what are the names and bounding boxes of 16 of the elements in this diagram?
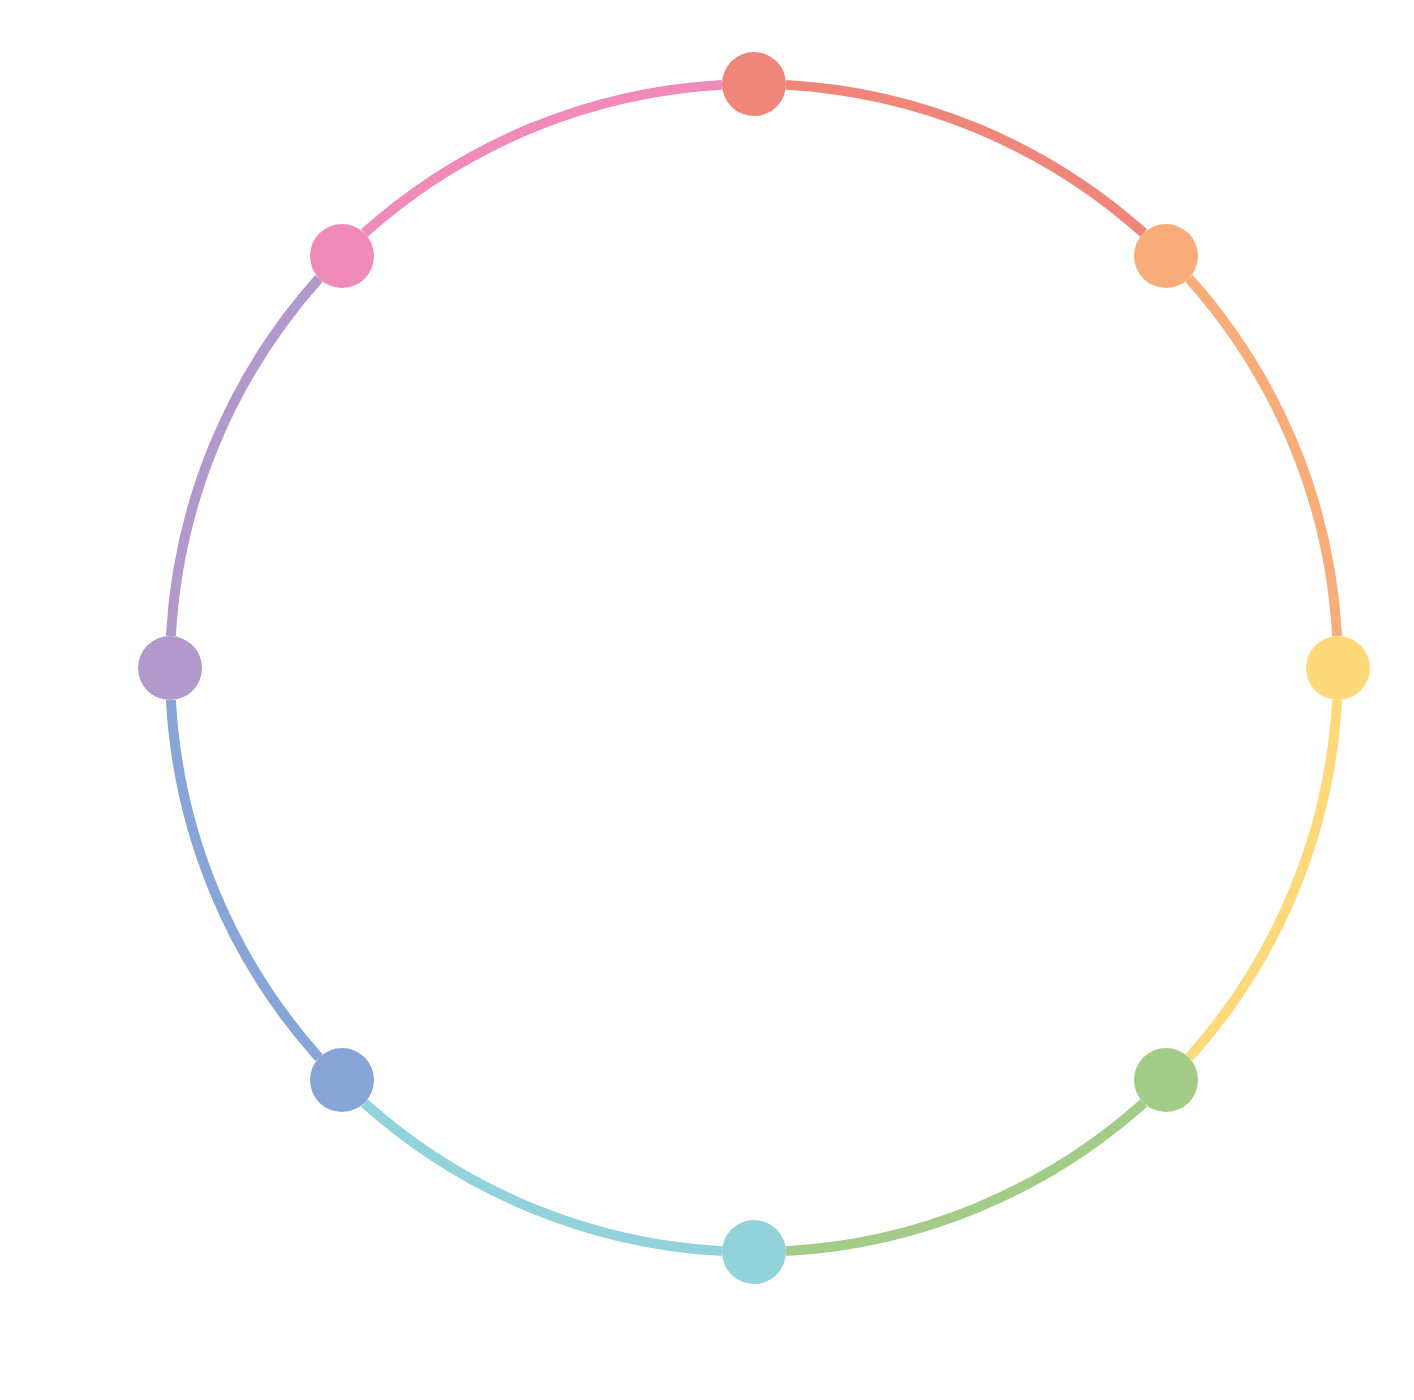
- arc-connector: [785, 1099, 1147, 1257]
- circle-node: [1306, 636, 1370, 700]
- arc-connector: [1185, 699, 1343, 1061]
- arc-connector: [165, 275, 323, 637]
- arc-connector: [361, 1099, 723, 1257]
- circle-node: [722, 52, 786, 116]
- arc-connector: [165, 699, 323, 1061]
- circle-node: [309, 1048, 374, 1113]
- arc-connector: [1185, 275, 1343, 637]
- arc-connector: [361, 79, 723, 237]
- circle-node: [1134, 1048, 1199, 1113]
- circle-node: [1134, 223, 1199, 288]
- circle-node: [722, 1220, 786, 1284]
- circle-node: [309, 223, 374, 288]
- arc-connector: [785, 79, 1147, 237]
- circle-node: [138, 636, 202, 700]
